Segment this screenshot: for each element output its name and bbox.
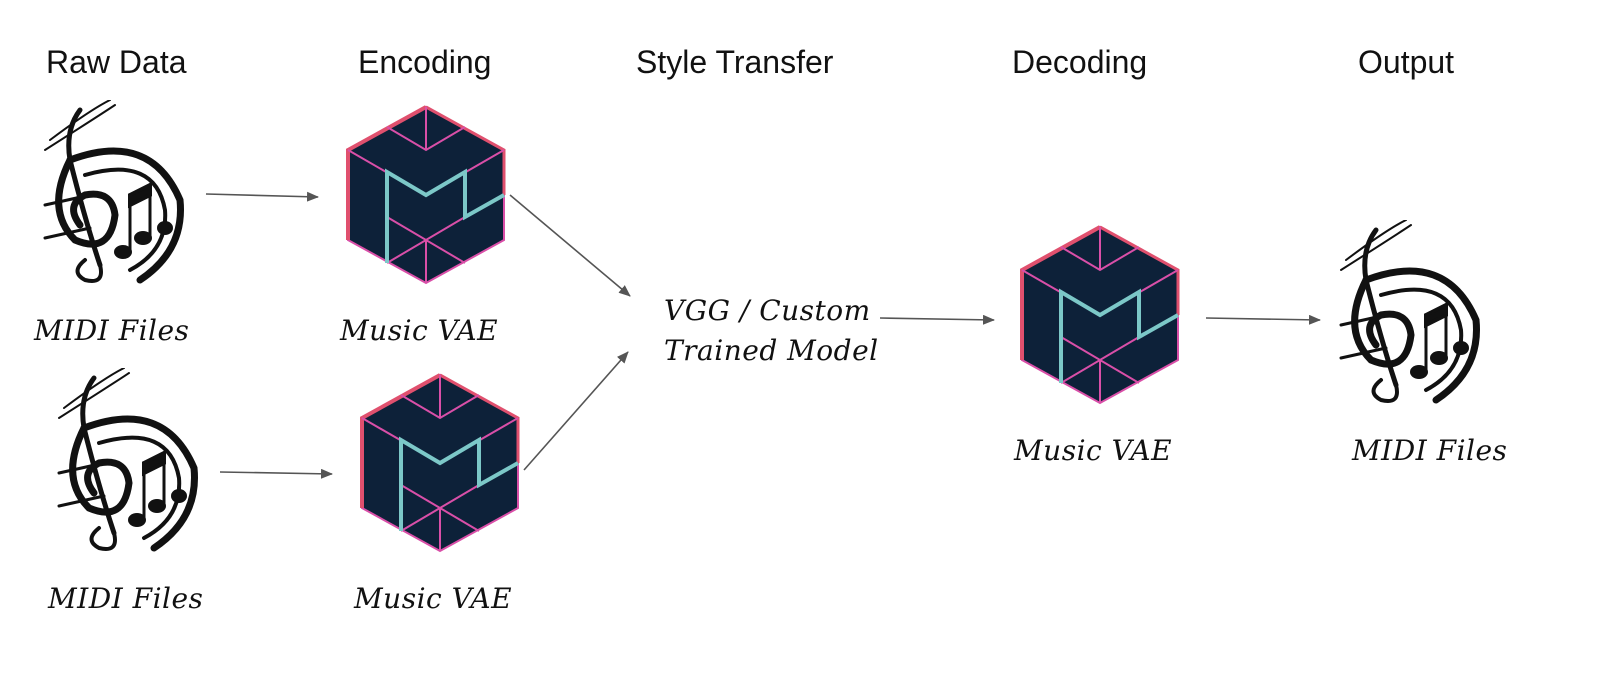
music-notes-icon <box>57 368 198 552</box>
music-notes-icon <box>43 100 184 284</box>
stage-header-output: Output <box>1358 44 1455 80</box>
caption-music-vae-bottom: Music VAE <box>354 582 513 615</box>
music-vae-logo-icon <box>346 105 506 285</box>
stage-header-encoding: Encoding <box>358 44 492 80</box>
caption-midi-files-top: MIDI Files <box>34 314 190 347</box>
caption-model-line2: Trained Model <box>664 334 879 367</box>
arrow-vae-top-to-model <box>509 194 631 297</box>
stage-header-style-transfer: Style Transfer <box>636 44 834 80</box>
caption-midi-files-output: MIDI Files <box>1352 434 1508 467</box>
caption-music-vae-decode: Music VAE <box>1014 434 1173 467</box>
caption-model-line1: VGG / Custom <box>664 294 871 327</box>
arrow-decoder-to-output <box>1205 314 1321 325</box>
music-vae-logo-icon <box>1020 225 1180 405</box>
caption-midi-files-bottom: MIDI Files <box>48 582 204 615</box>
arrow-vae-bottom-to-model <box>523 351 629 471</box>
stage-header-raw-data: Raw Data <box>46 44 187 80</box>
arrow-midi-bottom-to-vae <box>219 468 333 479</box>
stage-header-decoding: Decoding <box>1012 44 1148 80</box>
music-notes-icon <box>1339 220 1480 404</box>
music-vae-logo-icon <box>360 373 520 553</box>
arrow-model-to-decoder <box>879 314 995 325</box>
caption-music-vae-top: Music VAE <box>340 314 499 347</box>
arrow-midi-top-to-vae <box>205 191 319 202</box>
